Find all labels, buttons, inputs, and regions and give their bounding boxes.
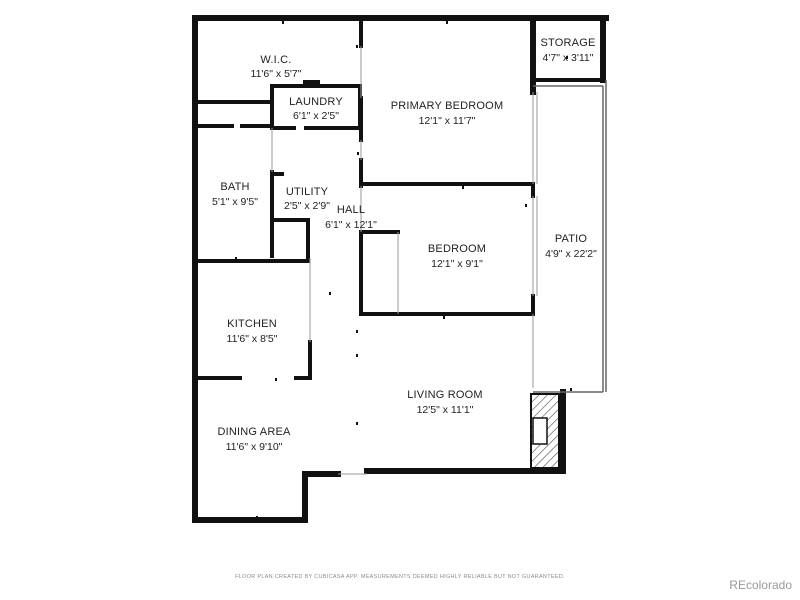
room-primary-name: PRIMARY BEDROOM: [391, 100, 504, 112]
disclaimer-text: FLOOR PLAN CREATED BY CUBICASA APP. MEAS…: [235, 574, 565, 580]
room-dining-dims: 11'6" x 9'10": [226, 441, 283, 453]
room-wic-dims: 11'6" x 5'7": [251, 68, 302, 80]
room-dining-area: DINING AREA 11'6" x 9'10": [217, 426, 291, 453]
room-patio-name: PATIO: [555, 233, 588, 245]
room-dining-name: DINING AREA: [217, 426, 291, 438]
room-storage-name: STORAGE: [541, 37, 596, 49]
room-living-room: LIVING ROOM 12'5" x 11'1": [407, 389, 483, 416]
room-storage-dims: 4'7" x 3'11": [543, 52, 594, 64]
room-hall-name: HALL: [337, 204, 365, 216]
room-living-dims: 12'5" x 11'1": [417, 404, 474, 416]
room-laundry-dims: 6'1" x 2'5": [293, 110, 339, 122]
room-patio: PATIO 4'9" x 22'2": [545, 233, 597, 260]
room-bath: BATH 5'1" x 9'5": [212, 181, 258, 208]
room-storage: STORAGE 4'7" x 3'11": [541, 37, 596, 64]
room-utility: UTILITY 2'5" x 2'9": [284, 186, 330, 212]
watermark-logo: REcolorado: [729, 578, 792, 592]
room-laundry-name: LAUNDRY: [289, 96, 343, 108]
room-laundry: LAUNDRY 6'1" x 2'5": [289, 96, 343, 122]
room-wic: W.I.C. 11'6" x 5'7": [251, 54, 302, 80]
room-patio-dims: 4'9" x 22'2": [545, 248, 597, 260]
room-utility-name: UTILITY: [286, 186, 329, 198]
room-bath-dims: 5'1" x 9'5": [212, 196, 258, 208]
exterior-walls: [192, 15, 609, 523]
patio-outline: [533, 80, 607, 393]
room-utility-dims: 2'5" x 2'9": [284, 200, 330, 212]
fireplace: [530, 393, 560, 469]
room-hall-dims: 6'1" x 12'1": [325, 219, 377, 231]
room-primary-bedroom: PRIMARY BEDROOM 12'1" x 11'7": [391, 100, 504, 127]
room-hall: HALL 6'1" x 12'1": [325, 204, 377, 231]
room-primary-dims: 12'1" x 11'7": [419, 115, 476, 127]
room-kitchen: KITCHEN 11'6" x 8'5": [227, 318, 278, 345]
room-bedroom: BEDROOM 12'1" x 9'1": [428, 243, 486, 270]
interior-walls: [196, 19, 605, 380]
room-wic-name: W.I.C.: [260, 54, 291, 66]
room-bath-name: BATH: [220, 181, 249, 193]
room-bedroom-dims: 12'1" x 9'1": [431, 258, 483, 270]
room-kitchen-name: KITCHEN: [227, 318, 277, 330]
room-living-name: LIVING ROOM: [407, 389, 483, 401]
thin-partitions: [271, 46, 538, 475]
room-bedroom-name: BEDROOM: [428, 243, 486, 255]
room-kitchen-dims: 11'6" x 8'5": [227, 333, 278, 345]
door-markers: [235, 21, 572, 519]
